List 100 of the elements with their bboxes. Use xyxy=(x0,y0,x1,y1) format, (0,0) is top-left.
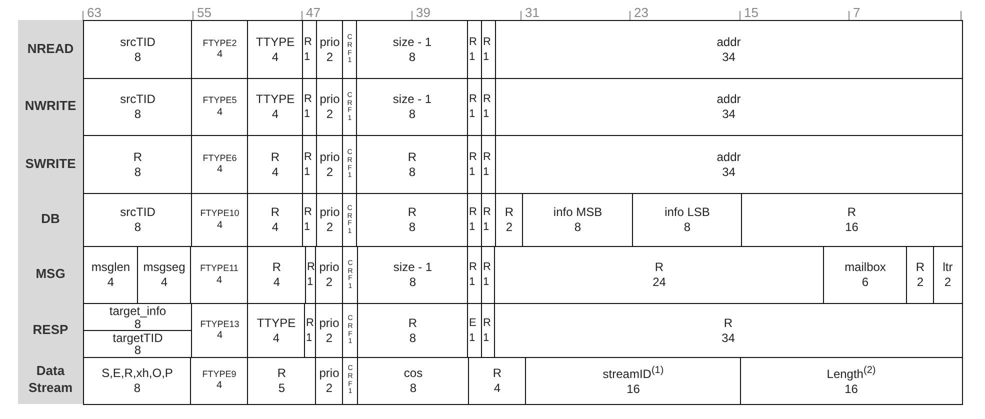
field-width: 8 xyxy=(408,50,416,65)
field-name: streamID$^{(1)}$ xyxy=(602,364,664,382)
field-width: 4 xyxy=(272,220,279,236)
field-name: R xyxy=(483,34,491,50)
field-name: R xyxy=(307,260,315,276)
bit-field-cell xyxy=(522,193,634,248)
field-name: R xyxy=(469,92,477,108)
field-name: R xyxy=(469,260,477,276)
bit-field-cell xyxy=(247,357,316,404)
field-width: 1 xyxy=(304,164,310,180)
field-width: 16 xyxy=(844,382,858,397)
bit-field-cell xyxy=(83,78,192,136)
field-name: FTYPE11 xyxy=(200,263,238,275)
field-name: R xyxy=(483,150,491,165)
bit-field-cell xyxy=(906,246,934,304)
field-name: R xyxy=(270,150,280,165)
field-width: 1 xyxy=(304,50,310,65)
field-name: R xyxy=(277,366,286,381)
field-name: prio xyxy=(319,316,340,331)
field-width: 16 xyxy=(845,220,858,236)
field-width: 2 xyxy=(326,107,334,122)
field-width: 8 xyxy=(408,220,416,236)
bit-field-cell xyxy=(137,246,192,304)
field-width: 1 xyxy=(483,107,490,122)
field-width: 8 xyxy=(409,330,416,346)
field-width: 4 xyxy=(494,380,501,396)
bit-number: 31 xyxy=(525,5,540,20)
field-width: 4 xyxy=(216,220,223,232)
field-name: Length$^{(2)}$ xyxy=(826,364,876,382)
field-width: 4 xyxy=(160,275,168,290)
bit-field-cell xyxy=(495,20,962,80)
field-width: 1 xyxy=(304,220,310,236)
field-name: R xyxy=(304,150,312,165)
field-width: 8 xyxy=(134,380,141,396)
field-name: R xyxy=(504,205,514,220)
field-width: 1 xyxy=(469,275,476,290)
row-label: Data Stream xyxy=(27,363,74,397)
field-width: 1 xyxy=(483,275,490,290)
field-name: FTYPE10 xyxy=(200,208,240,220)
field-name: targetTID xyxy=(112,332,163,344)
field-name: R xyxy=(916,260,925,276)
field-width: 4 xyxy=(107,275,114,290)
bit-field-cell xyxy=(356,193,468,248)
field-width: 4 xyxy=(216,49,223,62)
field-name: R xyxy=(270,205,280,220)
bit-field-cell xyxy=(357,246,468,304)
bit-field-cell xyxy=(495,135,962,194)
field-width: 4 xyxy=(216,106,223,120)
field-width: 1 xyxy=(483,50,490,65)
field-name: size - 1 xyxy=(393,260,432,276)
field-name: msglen xyxy=(91,260,130,276)
field-name: info LSB xyxy=(664,205,710,220)
field-name: E xyxy=(469,316,476,331)
field-width: 1 xyxy=(483,164,490,180)
field-width: 8 xyxy=(134,344,142,357)
field-name: TTYPE xyxy=(256,92,295,108)
field-name: FTYPE5 xyxy=(202,95,237,107)
field-width: 8 xyxy=(134,318,142,330)
bit-field-cell xyxy=(247,303,306,358)
bit-field-cell xyxy=(190,246,248,304)
bit-field-cell xyxy=(191,20,248,80)
field-width: 4 xyxy=(216,164,223,177)
field-name: srcTID xyxy=(120,92,156,108)
field-width: 1 xyxy=(307,275,314,290)
field-width: 34 xyxy=(722,164,736,180)
field-name: TTYPE xyxy=(256,316,296,331)
bit-field-cell xyxy=(315,246,344,304)
field-width: 4 xyxy=(216,274,222,288)
field-name: target_info xyxy=(109,305,166,318)
row-label: NWRITE xyxy=(24,98,78,115)
bit-field-cell xyxy=(315,357,344,404)
field-name: S,E,R,xh,O,P xyxy=(102,366,173,381)
bit-field-cell xyxy=(83,193,192,248)
field-width: 1 xyxy=(469,107,476,122)
field-width: 24 xyxy=(652,275,666,290)
bit-field-cell xyxy=(247,193,304,248)
field-width: 2 xyxy=(326,220,334,236)
bit-field-cell xyxy=(247,135,304,194)
bit-number: 63 xyxy=(87,5,102,20)
field-name: R xyxy=(724,316,733,331)
field-width: 34 xyxy=(722,107,736,122)
bit-field-cell xyxy=(83,357,192,404)
field-name: R xyxy=(304,92,312,108)
row-label: NREAD xyxy=(26,40,75,58)
field-name: R xyxy=(272,260,282,276)
field-width: 6 xyxy=(862,275,869,290)
field-name: R xyxy=(469,205,477,220)
field-name: prio xyxy=(320,205,340,220)
bit-field-cell xyxy=(83,246,138,304)
field-name: R xyxy=(483,260,491,276)
bit-field-cell xyxy=(357,357,470,404)
bit-field-cell xyxy=(525,357,742,404)
field-name: R xyxy=(408,205,417,220)
bit-field-cell xyxy=(933,246,962,304)
bit-field-cell xyxy=(468,357,526,404)
field-name: prio xyxy=(320,34,340,50)
field-name: R xyxy=(483,205,491,220)
field-width: 2 xyxy=(326,330,333,346)
bit-field-cell xyxy=(83,330,192,358)
bit-field-cell xyxy=(191,135,248,194)
